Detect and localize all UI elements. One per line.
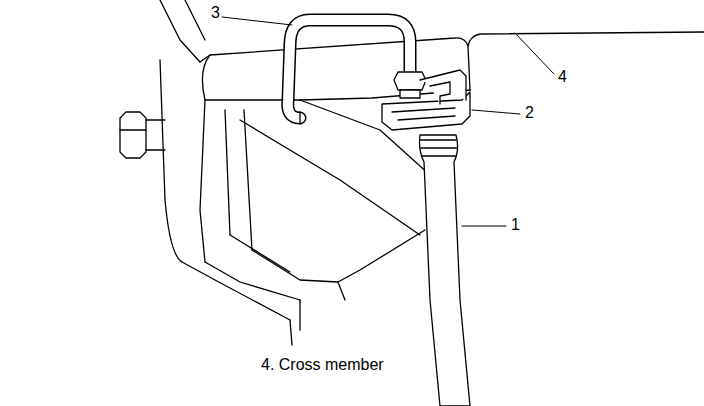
frame-edge xyxy=(290,282,345,345)
frame-edge xyxy=(200,100,205,262)
frame-edge xyxy=(185,0,205,40)
leader-line xyxy=(222,17,554,226)
frame-edge xyxy=(160,0,200,62)
hose-clip xyxy=(382,70,470,130)
callout-number: 3 xyxy=(210,4,221,22)
frame-edge xyxy=(160,60,182,262)
brake-hose xyxy=(420,135,471,406)
figure-caption: 4. Cross member xyxy=(260,356,385,374)
callout-number: 1 xyxy=(510,216,521,234)
frame-edge xyxy=(230,235,290,272)
bolt-head xyxy=(120,112,165,158)
frame-edge xyxy=(338,230,425,282)
flare-nut xyxy=(394,72,426,98)
frame-edge xyxy=(252,250,338,282)
cross-member-edge xyxy=(468,46,470,90)
callout-number: 4 xyxy=(557,68,568,86)
cross-member-edge xyxy=(200,32,704,62)
frame-edge xyxy=(244,110,252,250)
frame-edge xyxy=(225,110,230,235)
frame-edge xyxy=(182,262,290,320)
frame-edge xyxy=(205,262,300,300)
callout-number: 2 xyxy=(524,104,535,122)
frame-edge xyxy=(240,120,420,235)
